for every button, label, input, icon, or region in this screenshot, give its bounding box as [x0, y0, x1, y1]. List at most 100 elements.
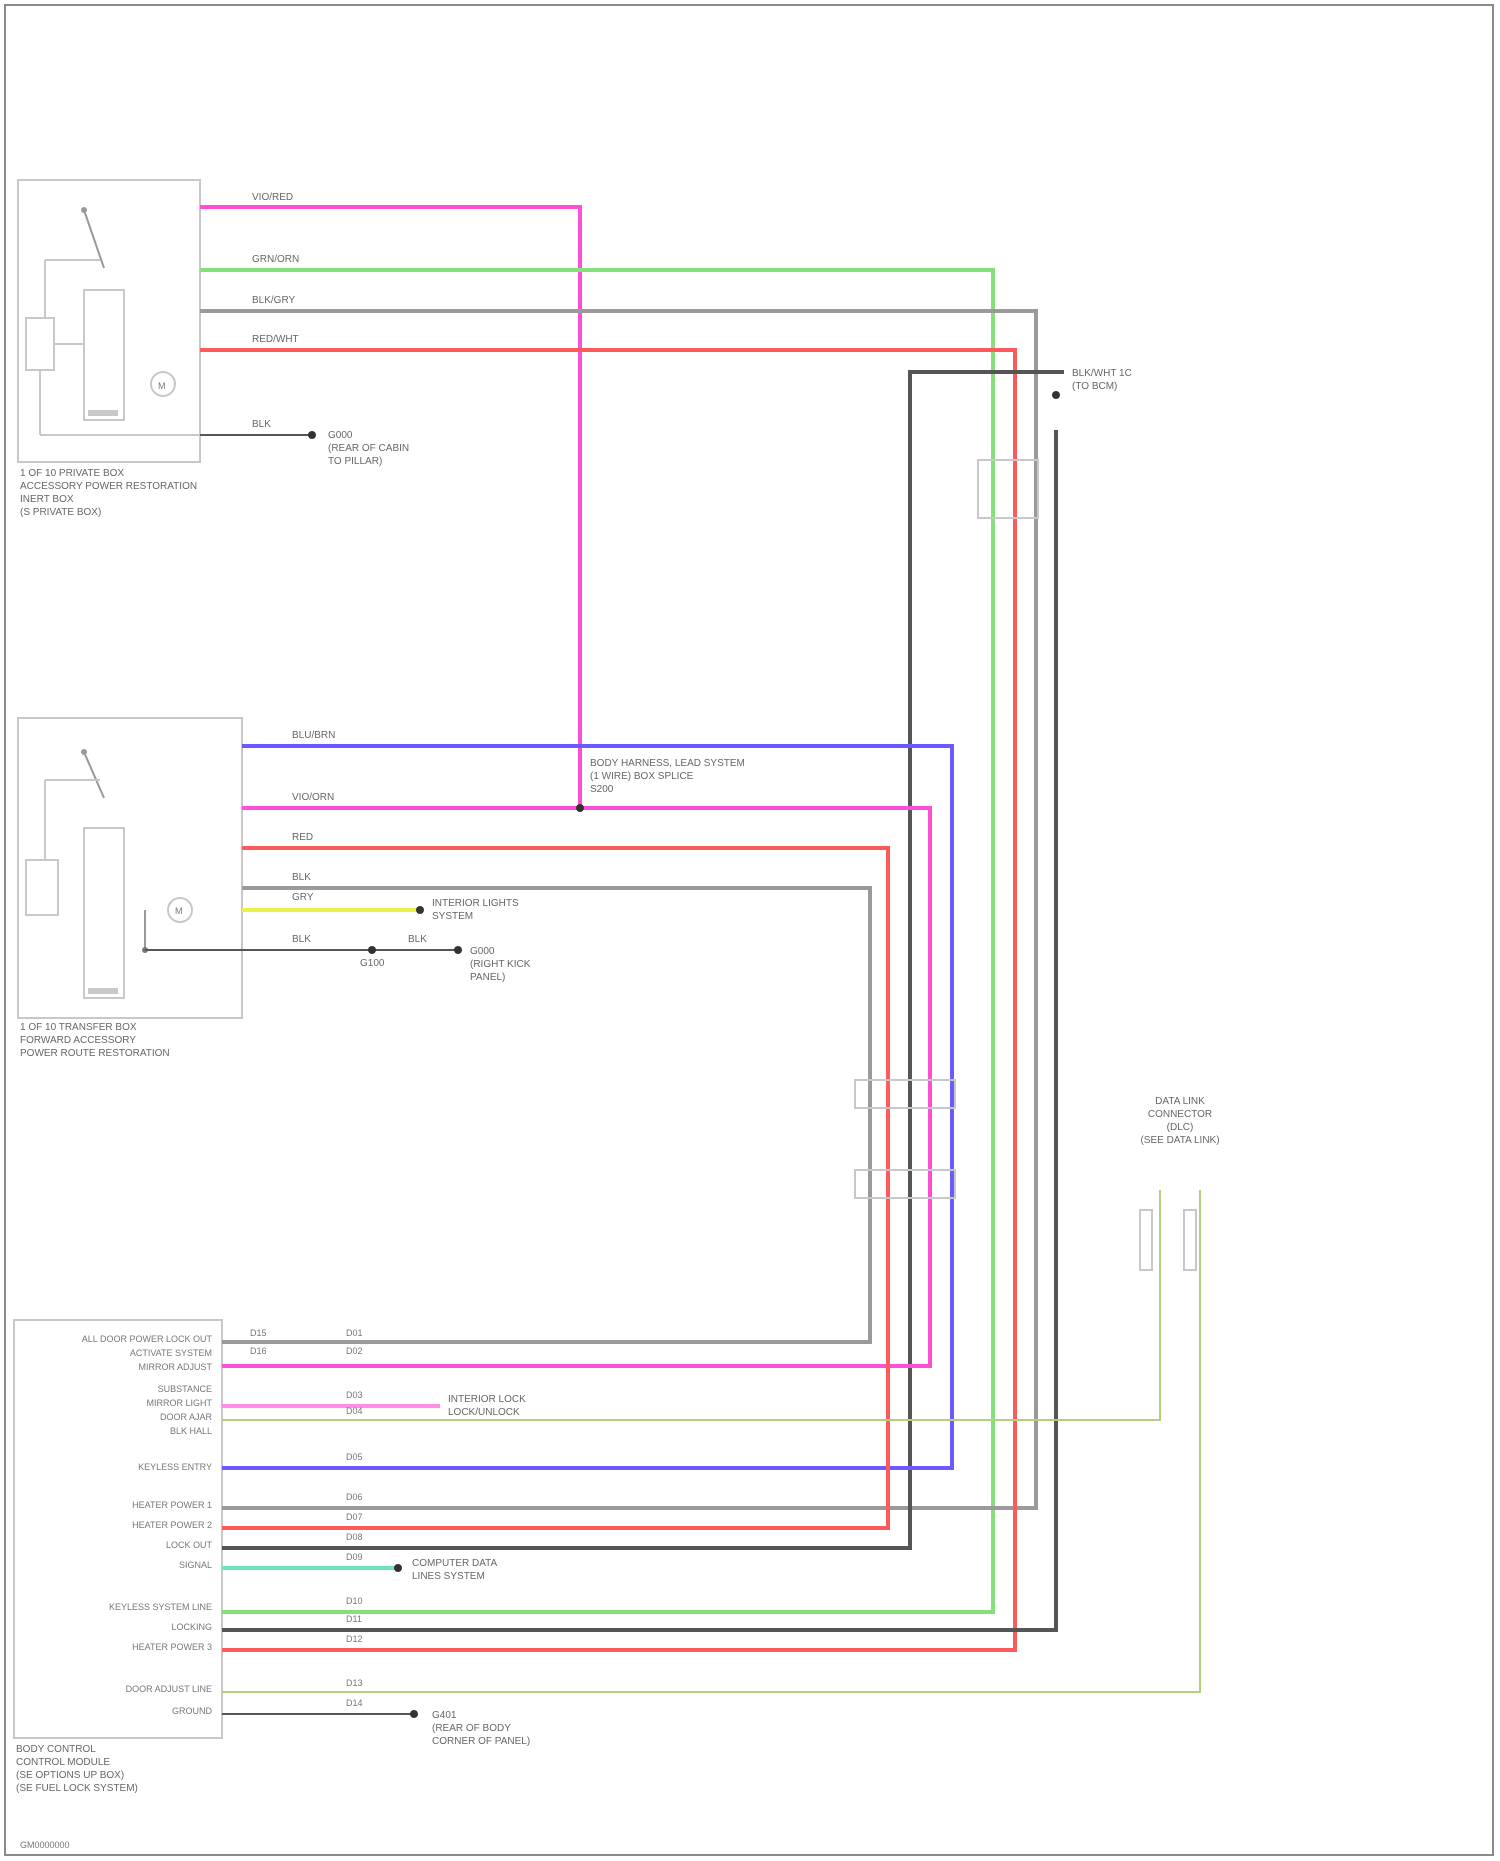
bcm-label-7: BLK HALL [170, 1426, 212, 1436]
wire-label-12: BLK [408, 934, 427, 945]
bcm-code-10: D10 [346, 1596, 363, 1606]
comp3-line1: BODY CONTROL [16, 1744, 96, 1755]
diag-line4: (SEE DATA LINK) [1140, 1135, 1219, 1146]
bcm-code-9: D09 [346, 1552, 363, 1562]
component-3-label: BODY CONTROL CONTROL MODULE (SE OPTIONS … [16, 1744, 138, 1794]
bcm-label-14: LOCKING [171, 1622, 212, 1632]
ground3-line2: (REAR OF BODY [432, 1723, 511, 1734]
wire-label-3: BLK/GRY [252, 295, 295, 306]
connector-line1: BLK/WHT 1C [1072, 368, 1132, 379]
splice-line1: BODY HARNESS, LEAD SYSTEM [590, 758, 745, 769]
comp3-line2: CONTROL MODULE [16, 1757, 110, 1768]
component-1-label: 1 OF 10 PRIVATE BOX ACCESSORY POWER REST… [20, 468, 197, 518]
bcm-label-16: DOOR ADJUST LINE [126, 1684, 212, 1694]
batt-line1: INTERIOR LOCK [448, 1394, 526, 1405]
bcm-label-4: SUBSTANCE [158, 1384, 212, 1394]
bcm-code-3: D03 [346, 1390, 363, 1400]
ground1-line3: TO PILLAR) [328, 456, 382, 467]
ground2-line2: (RIGHT KICK [470, 959, 531, 970]
bcm-label-13: KEYLESS SYSTEM LINE [109, 1602, 212, 1612]
bcm-label-1: ALL DOOR POWER LOCK OUT [82, 1334, 213, 1344]
wire-label-8: RED [292, 832, 313, 843]
wire-label-1: VIO/RED [252, 192, 293, 203]
bcm-code-2: D02 [346, 1346, 363, 1356]
wires [145, 207, 1200, 1714]
ground1-line2: (REAR OF CABIN [328, 443, 409, 454]
wire-label-5: BLK [252, 419, 271, 430]
ground1-line1: G000 [328, 430, 353, 441]
svg-text:M: M [175, 906, 183, 916]
comp1-line1: 1 OF 10 PRIVATE BOX [20, 468, 124, 479]
comp2-line1: 1 OF 10 TRANSFER BOX [20, 1022, 137, 1033]
wire-label-9: BLK [292, 872, 311, 883]
ground3-line3: CORNER OF PANEL) [432, 1736, 530, 1747]
bcm-code-8: D08 [346, 1532, 363, 1542]
ground3-line1: G401 [432, 1710, 457, 1721]
wire-blue-1 [222, 746, 952, 1468]
bcm-code-11: D11 [346, 1614, 362, 1624]
comp1-line2: ACCESSORY POWER RESTORATION [20, 481, 197, 492]
wire-labels: VIO/RED GRN/ORN BLK/GRY RED/WHT BLK BLU/… [252, 192, 427, 969]
bcm-label-12: SIGNAL [179, 1560, 212, 1570]
svg-text:M: M [158, 381, 166, 391]
wire-dark-trunk [222, 372, 1064, 1548]
bcm-code-13: D13 [346, 1678, 363, 1688]
bcm-label-9: HEATER POWER 1 [132, 1500, 212, 1510]
bcm-code-7: D07 [346, 1512, 363, 1522]
connection-dots [308, 391, 1060, 1718]
diag-line1: DATA LINK [1155, 1096, 1205, 1107]
bcm-label-15: HEATER POWER 3 [132, 1642, 212, 1652]
bcm-code-5: D05 [346, 1452, 363, 1462]
diag-line3: (DLC) [1167, 1122, 1194, 1133]
comp1-line4: (S PRIVATE BOX) [20, 507, 101, 518]
wire-label-6: BLU/BRN [292, 730, 335, 741]
bcm-code-4: D04 [346, 1406, 363, 1416]
wire-green-1 [200, 270, 993, 1612]
bcm-code-14: D14 [346, 1698, 363, 1708]
component-2-label: 1 OF 10 TRANSFER BOX FORWARD ACCESSORY P… [20, 1022, 170, 1059]
wire-label-10: GRY [292, 892, 314, 903]
sensor-line2: SYSTEM [432, 911, 473, 922]
wire-label-11: BLK [292, 934, 311, 945]
component-2: M [18, 718, 242, 1018]
wire-label-2: GRN/ORN [252, 254, 299, 265]
bcm-label-8: KEYLESS ENTRY [138, 1462, 212, 1472]
bcm-label-17: GROUND [172, 1706, 212, 1716]
wire-label-13: G100 [360, 958, 385, 969]
batt-line2: LOCK/UNLOCK [448, 1407, 520, 1418]
bcm-label-6: DOOR AJAR [160, 1412, 213, 1422]
wire-olive-2 [222, 1190, 1200, 1692]
bcm-label-10: HEATER POWER 2 [132, 1520, 212, 1530]
comp2-line3: POWER ROUTE RESTORATION [20, 1048, 170, 1059]
ground2-line1: G000 [470, 946, 495, 957]
callouts: G000 (REAR OF CABIN TO PILLAR) INTERIOR … [328, 368, 1220, 1747]
bcm-pin-labels: ALL DOOR POWER LOCK OUT ACTIVATE SYSTEM … [82, 1334, 213, 1716]
diag-line2: CONNECTOR [1148, 1109, 1212, 1120]
wire-label-4: RED/WHT [252, 334, 299, 345]
bcm-code-6: D06 [346, 1492, 363, 1502]
bcm-label-11: LOCK OUT [166, 1540, 213, 1550]
ground2-line3: PANEL) [470, 972, 505, 983]
sensor-line1: INTERIOR LIGHTS [432, 898, 519, 909]
bcm-label-2: ACTIVATE SYSTEM [130, 1348, 212, 1358]
splice-line2: (1 WIRE) BOX SPLICE [590, 771, 694, 782]
footer-code: GM0000000 [20, 1840, 70, 1850]
component-1: M [18, 180, 200, 462]
comp3-line3: (SE OPTIONS UP BOX) [16, 1770, 124, 1781]
comp3-line4: (SE FUEL LOCK SYSTEM) [16, 1783, 138, 1794]
wire-olive-1 [222, 1190, 1160, 1420]
chime-line2: LINES SYSTEM [412, 1571, 485, 1582]
splice-line3: S200 [590, 784, 614, 795]
bcm-code-16: D16 [250, 1346, 267, 1356]
chime-line1: COMPUTER DATA [412, 1558, 498, 1569]
comp1-line3: INERT BOX [20, 494, 74, 505]
bcm-code-12: D12 [346, 1634, 363, 1644]
bcm-label-5: MIRROR LIGHT [146, 1398, 212, 1408]
wire-label-7: VIO/ORN [292, 792, 334, 803]
bcm-code-15: D15 [250, 1328, 267, 1338]
bcm-label-3: MIRROR ADJUST [138, 1362, 212, 1372]
wire-red-1 [200, 350, 1015, 1650]
wire-grey-2 [222, 888, 870, 1342]
